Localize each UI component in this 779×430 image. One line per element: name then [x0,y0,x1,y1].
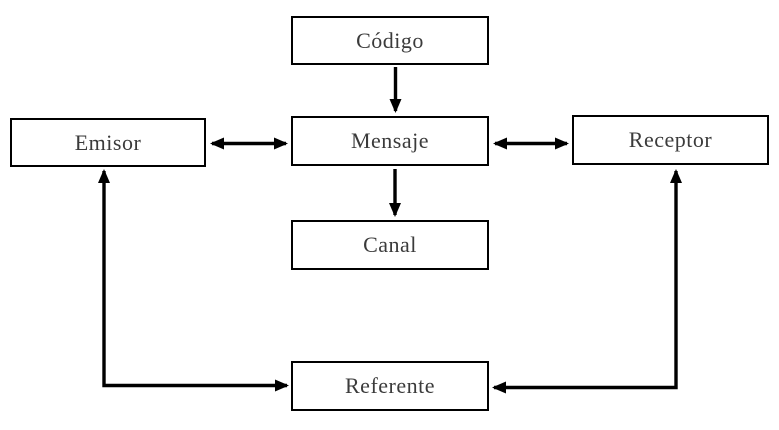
arrow-emisor-referente-elbow [98,169,289,392]
node-mensaje: Mensaje [291,116,489,166]
node-canal: Canal [291,220,489,270]
node-codigo-label: Código [356,27,424,53]
node-referente-label: Referente [345,373,435,398]
node-referente: Referente [291,361,489,411]
node-receptor-label: Receptor [628,127,713,152]
node-codigo: Código [291,16,489,65]
node-canal-label: Canal [363,232,417,257]
node-receptor: Receptor [572,115,769,165]
node-mensaje-label: Mensaje [350,128,430,153]
node-emisor: Emisor [10,118,206,167]
arrow-receptor-referente-elbow [492,169,682,394]
node-emisor-label: Emisor [74,129,142,155]
